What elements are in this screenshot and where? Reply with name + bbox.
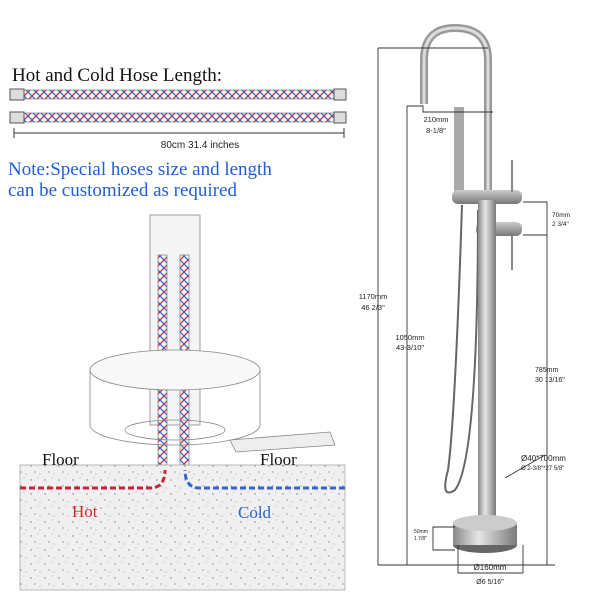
- handle-height-mm: 785mm: [535, 367, 559, 374]
- spout-reach-in: 8-1/8": [426, 126, 446, 135]
- pipe-size-mm: Ø40*700mm: [521, 454, 566, 463]
- total-height-mm: 1170mm: [359, 292, 388, 301]
- base-height-mm: 50mm: [414, 529, 428, 535]
- faucet-illustration: [420, 23, 522, 553]
- spout-height-mm: 1050mm: [395, 333, 424, 342]
- base-diameter-mm: Ø160mm: [474, 563, 507, 572]
- spout-reach-mm: 210mm: [423, 115, 448, 124]
- base-diameter-in: Ø6 5/16": [476, 579, 504, 586]
- hose-title: Hot and Cold Hose Length:: [12, 65, 222, 86]
- base-height-in: 1 7/8": [414, 536, 427, 542]
- hose-length-dimension: [13, 128, 345, 138]
- handle-height-in: 30 13/16": [535, 377, 565, 384]
- handle-spacing-mm: 70mm: [552, 212, 570, 219]
- note-line-1: Note:Special hoses size and length: [8, 159, 272, 180]
- installation-illustration: [19, 214, 346, 591]
- floor-label-left: Floor: [42, 450, 79, 469]
- cold-label: Cold: [238, 503, 272, 522]
- hose-illustration: [9, 88, 347, 124]
- floor-label-right: Floor: [260, 450, 297, 469]
- total-height-in: 46 2/3": [361, 303, 385, 312]
- hot-label: Hot: [72, 502, 98, 521]
- note-line-2: can be customized as required: [8, 180, 237, 201]
- pipe-size-in: Ø 2-3/8"*27 5/8": [521, 466, 564, 472]
- handle-spacing-in: 2 3/4": [552, 221, 569, 228]
- dimension-lines: [377, 47, 555, 574]
- spout-height-in: 43-3/10": [396, 343, 424, 352]
- hose-length-label: 80cm 31.4 inches: [161, 140, 239, 151]
